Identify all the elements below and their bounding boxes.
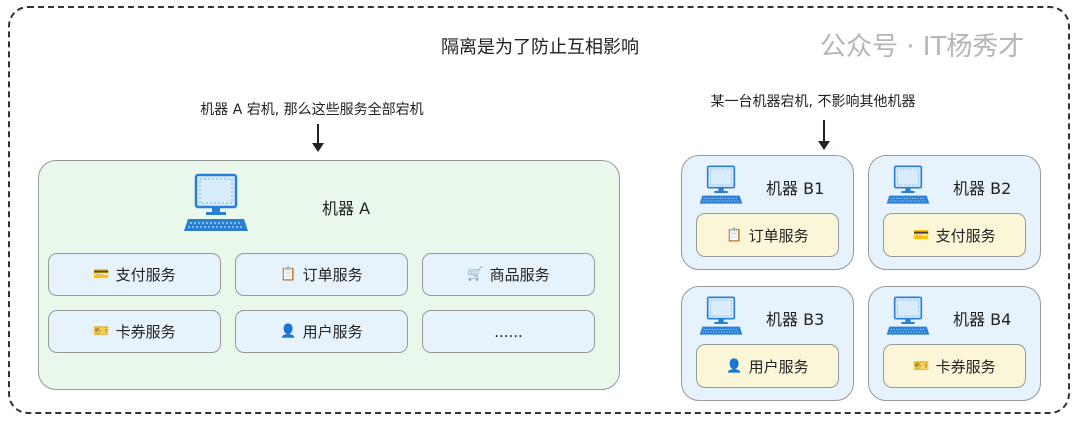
- service-label: 卡券服务: [935, 357, 996, 376]
- service-label: 用户服务: [302, 323, 363, 341]
- service-box: ......: [422, 310, 595, 353]
- clipboard-icon: 📋: [280, 267, 297, 282]
- service-box: 👤 用户服务: [235, 310, 408, 353]
- watermark: 公众号 · IT杨秀才: [820, 32, 1025, 62]
- credit-card-icon: 💳: [93, 267, 110, 282]
- user-icon: 👤: [726, 358, 743, 374]
- diagram-title: 隔离是为了防止互相影响: [441, 37, 639, 58]
- service-box: 👤 用户服务: [696, 344, 839, 388]
- computer-icon: [886, 296, 930, 335]
- service-label: 卡券服务: [115, 323, 176, 341]
- service-label: 订单服务: [302, 266, 363, 284]
- service-box: 📋 订单服务: [696, 213, 839, 257]
- computer-icon: [886, 165, 930, 204]
- machine-a-note: 机器 A 宕机, 那么这些服务全部宕机: [200, 102, 424, 118]
- service-label: ......: [494, 322, 523, 341]
- service-box: 🎫 卡券服务: [883, 344, 1026, 388]
- service-box: 📋 订单服务: [235, 253, 408, 296]
- machine-label: 机器 B4: [953, 310, 1012, 329]
- machine-label: 机器 B2: [953, 179, 1012, 198]
- clipboard-icon: 📋: [726, 227, 743, 243]
- service-label: 支付服务: [935, 226, 996, 245]
- machine-label: 机器 B1: [766, 179, 825, 198]
- service-box: 💳 支付服务: [48, 253, 221, 296]
- computer-icon: [184, 173, 248, 231]
- service-label: 订单服务: [748, 226, 809, 245]
- coupon-icon: 🎫: [93, 324, 110, 339]
- service-label: 用户服务: [748, 357, 809, 376]
- user-icon: 👤: [280, 324, 297, 339]
- machine-label: 机器 B3: [766, 310, 825, 329]
- computer-icon: [699, 165, 743, 204]
- machine-b-note: 某一台机器宕机, 不影响其他机器: [710, 94, 916, 110]
- service-box: 🛒 商品服务: [422, 253, 595, 296]
- arrow-down-icon: [312, 124, 324, 152]
- credit-card-icon: 💳: [913, 227, 930, 243]
- coupon-icon: 🎫: [913, 358, 930, 374]
- service-box: 🎫 卡券服务: [48, 310, 221, 353]
- computer-icon: [699, 296, 743, 335]
- isolation-frame: [8, 6, 1070, 414]
- service-box: 💳 支付服务: [883, 213, 1026, 257]
- arrow-down-icon: [818, 120, 830, 150]
- cart-icon: 🛒: [467, 267, 484, 282]
- service-label: 支付服务: [115, 266, 176, 284]
- machine-a-label: 机器 A: [322, 199, 371, 218]
- service-label: 商品服务: [489, 266, 550, 284]
